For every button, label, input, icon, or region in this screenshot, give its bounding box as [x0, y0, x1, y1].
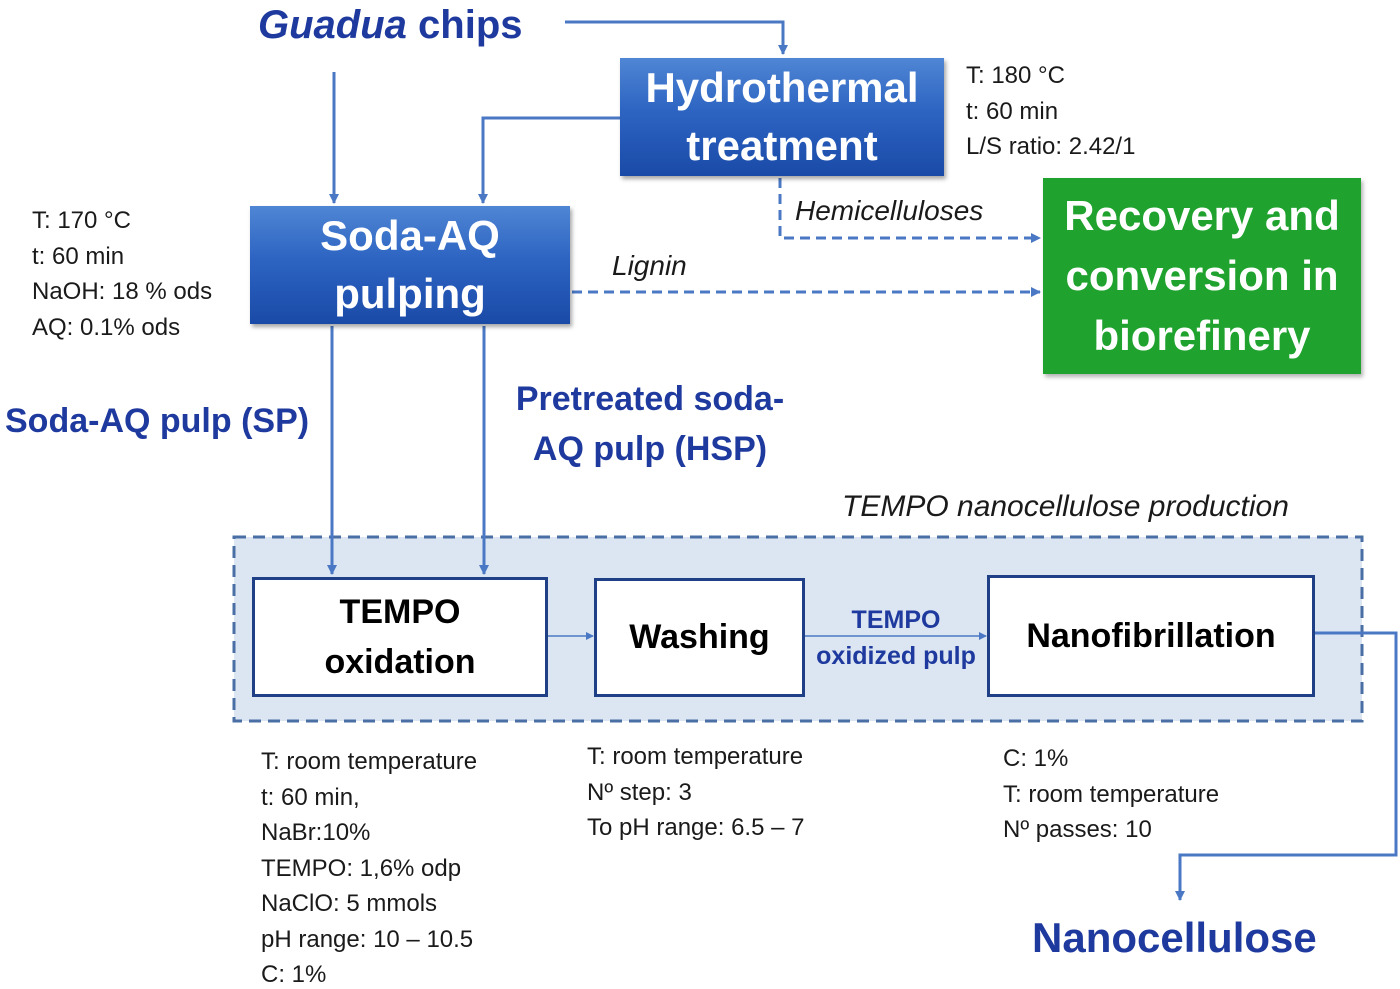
tempo-oxidized-pulp-label: TEMPO oxidized pulp [816, 606, 976, 670]
condition-line: Nº passes: 10 [1003, 816, 1152, 843]
pretreated-pulp-label: Pretreated soda-AQ pulp (HSP) [515, 380, 785, 468]
condition-line: To pH range: 6.5 – 7 [587, 814, 805, 841]
source-label: Guadua chips [258, 2, 523, 48]
hydrothermal-treatment-label: Hydrothermal treatment [645, 64, 919, 169]
arrow-hemicelluloses [778, 178, 1041, 243]
tempo-oxidation-label: TEMPO oxidation [324, 593, 476, 681]
condition-line: TEMPO: 1,6% odp [261, 854, 462, 882]
biorefinery-recovery-box: Recovery and conversion in biorefinery [1043, 178, 1361, 374]
condition-line: T: room temperature [587, 743, 804, 770]
panel-border [232, 535, 1364, 723]
tempo-oxidation-box: TEMPO oxidation [252, 577, 548, 697]
soda-aq-pulping-label: Soda-AQ pulping [320, 212, 500, 317]
nanofibrillation-box: Nanofibrillation [987, 575, 1315, 697]
soda-aq-conditions: T: 170 °C t: 60 min NaOH: 18 % ods AQ: 0… [32, 203, 212, 345]
condition-line: t: 60 min, [261, 783, 360, 811]
nanocellulose-product-label: Nanocellulose [1032, 914, 1317, 961]
biorefinery-recovery-label: Recovery and conversion in biorefinery [1064, 192, 1340, 359]
source-label-italic: Guadua [258, 3, 407, 47]
nanofibrillation-label: Nanofibrillation [1026, 616, 1276, 655]
hydrothermal-conditions: T: 180 °C t: 60 min L/S ratio: 2.42/1 [966, 58, 1135, 165]
condition-line: L/S ratio: 2.42/1 [966, 133, 1136, 160]
soda-pulp-label: Soda-AQ pulp (SP) [5, 402, 310, 440]
condition-line: AQ: 0.1% ods [32, 313, 181, 341]
washing-label: Washing [629, 618, 770, 656]
condition-line: T: 170 °C [32, 207, 131, 234]
arrow-chips-to-hydrothermal [565, 20, 788, 55]
washing-box: Washing [594, 578, 805, 697]
panel-title: TEMPO nanocellulose production [842, 490, 1289, 523]
condition-line: T: room temperature [1003, 780, 1220, 808]
condition-line: pH range: 10 – 10.5 [261, 925, 474, 953]
condition-line: t: 60 min [32, 242, 125, 270]
soda-aq-pulping-box: Soda-AQ pulping [250, 206, 570, 324]
condition-line: T: room temperature [261, 748, 478, 775]
hydrothermal-treatment-box: Hydrothermal treatment [620, 58, 944, 176]
condition-line: NaOH: 18 % ods [32, 278, 213, 305]
hemicelluloses-label: Hemicelluloses [795, 195, 984, 226]
condition-line: t: 60 min [966, 97, 1059, 125]
arrow-hydrothermal-to-soda [478, 116, 620, 204]
condition-line: NaBr:10% [261, 819, 371, 846]
lignin-label: Lignin [612, 250, 687, 281]
tempo-oxidation-conditions: T: room temperature t: 60 min, NaBr:10% … [261, 744, 477, 989]
condition-line: T: 180 °C [966, 62, 1065, 89]
nanofibrillation-conditions: C: 1% T: room temperature Nº passes: 10 [1003, 741, 1219, 848]
condition-line: NaClO: 5 mmols [261, 890, 438, 917]
condition-line: Nº step: 3 [587, 778, 692, 806]
source-label-rest: chips [418, 3, 523, 47]
condition-line: C: 1% [261, 961, 327, 988]
condition-line: C: 1% [1003, 745, 1069, 772]
washing-conditions: T: room temperature Nº step: 3 To pH ran… [587, 739, 804, 846]
arrow-to-nanocellulose [1175, 631, 1398, 901]
